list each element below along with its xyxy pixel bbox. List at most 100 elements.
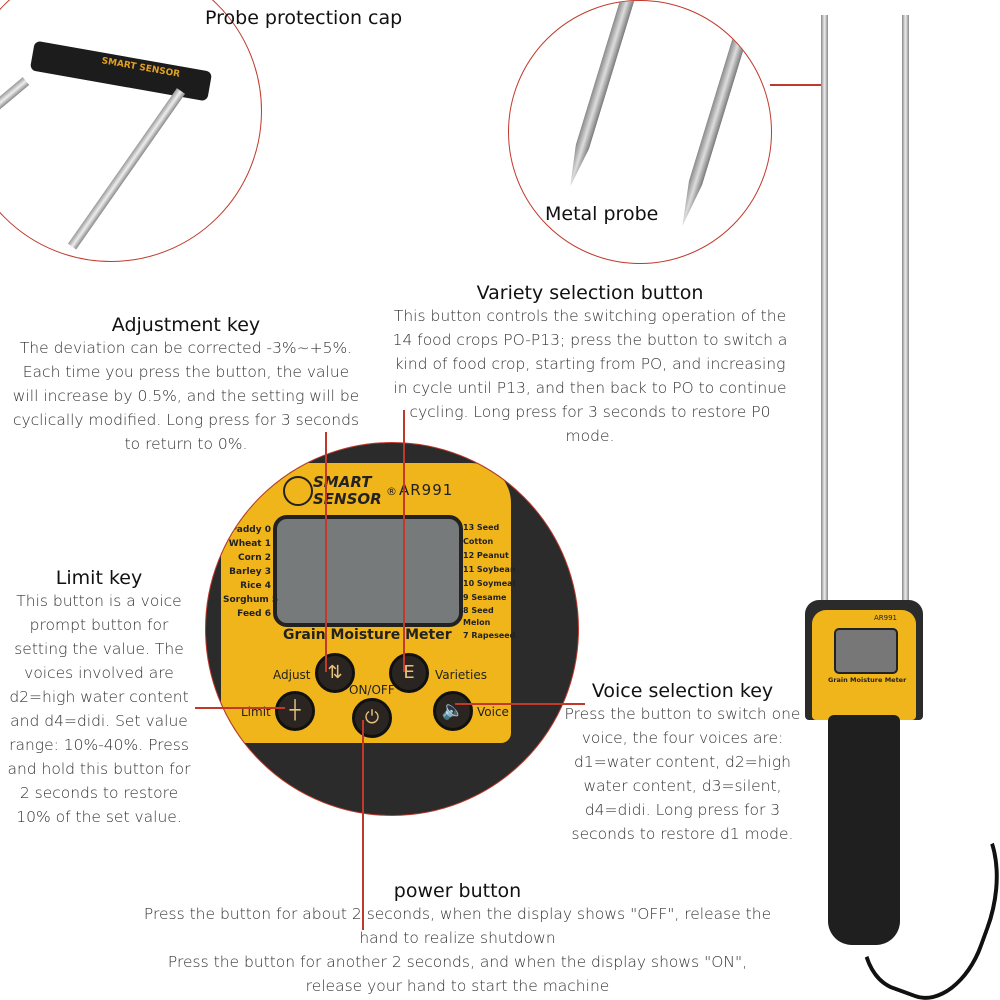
desc-line: Press the button for another 2 seconds, … [167,953,748,971]
desc-line: Press the button for about 2 seconds, wh… [143,905,772,923]
crop-label: Wheat 1 [228,539,271,549]
desc-line: range: 10%-40%. Press [9,736,189,754]
crop-label: Sorghum 5 [223,595,279,605]
desc-line: 2 seconds to restore [19,784,179,802]
limit-callout: Limit key This button is a voice prompt … [0,567,198,829]
voice-button[interactable]: 🔈 [433,691,473,731]
adjust-label: Adjust [273,668,311,682]
power-leader [362,720,364,930]
probe-left [821,15,828,605]
desc-line: This button is a voice [16,592,182,610]
model-label: AR991 [399,481,454,499]
probe-tip-2 [676,4,757,228]
target-logo-icon [283,476,313,506]
desc-line: prompt button for [29,616,169,634]
desc-line: seconds to restore d1 mode. [571,825,794,843]
crop-label: 10 Soymeal [463,579,516,588]
desc-line: release your hand to start the machine [305,977,610,995]
desc-line: d2=high water content [9,688,189,706]
crop-label: 13 Seed Cotton [463,523,500,546]
power-button[interactable]: ⏻ [352,698,392,738]
rod-right [67,88,186,250]
metal-probe-title: Metal probe [545,203,659,225]
desc-line: and d4=didi. Set value [10,712,188,730]
device-panel-small: AR991 Grain Moisture Meter [812,610,916,720]
probe-leader [770,84,826,86]
desc-line: voices involved are [24,664,174,682]
limit-button[interactable]: ┼ [275,691,315,731]
cap-bar [29,40,213,102]
voice-callout: Voice selection key Press the button to … [555,680,810,846]
power-desc: Press the button for about 2 seconds, wh… [110,902,805,998]
crop-label: Barley 3 [229,567,271,577]
adjust-button[interactable]: ⇅ [315,653,355,693]
small-brand: AR991 [874,614,898,622]
right-crop-list: 13 Seed Cotton 12 Peanut 11 Soybean 10 S… [463,521,516,643]
crop-label: Feed 6 [237,609,271,619]
desc-line: kind of food crop, starting from PO, and… [394,355,786,373]
desc-line: hand to realize shutdown [359,929,556,947]
rod-left [0,77,30,169]
control-panel-closeup: SMART SENSOR ® AR991 Paddy 0 Wheat 1 Cor… [205,442,579,816]
onoff-label: ON/OFF [349,683,395,697]
desc-line: to return to 0%. [124,435,248,453]
limit-desc: This button is a voice prompt button for… [0,589,198,829]
lcd-screen [273,515,463,627]
desc-line: d4=didi. Long press for 3 [584,801,781,819]
varieties-button[interactable]: E [389,653,429,693]
control-panel: SMART SENSOR ® AR991 Paddy 0 Wheat 1 Cor… [221,463,516,743]
crop-label: Paddy 0 [230,525,271,535]
desc-line: d1=water content, d2=high [574,753,791,771]
small-product-name: Grain Moisture Meter [828,676,907,684]
probe-cap-title: Probe protection cap [205,7,403,29]
variety-leader [403,410,405,672]
power-callout: power button Press the button for about … [110,880,805,998]
desc-line: water content, d3=silent, [583,777,782,795]
adjust-title: Adjustment key [111,314,261,336]
left-crop-list: Paddy 0 Wheat 1 Corn 2 Barley 3 Rice 4 S… [223,523,279,621]
variety-callout: Variety selection button This button con… [380,282,800,448]
voice-title: Voice selection key [591,680,774,702]
probe-right [902,15,909,605]
voice-label: Voice [477,705,509,719]
desc-line: Each time you press the button, the valu… [22,363,350,381]
crop-label: 9 Sesame [463,593,507,602]
power-title: power button [393,880,522,902]
adjust-callout: Adjustment key The deviation can be corr… [0,314,372,456]
probe-cap-closeup: SMART SENSOR [0,0,262,262]
metal-probe-closeup: Metal probe [508,0,772,264]
desc-line: will increase by 0.5%, and the setting w… [12,387,360,405]
desc-line: cyclically modified. Long press for 3 se… [12,411,360,429]
desc-line: 14 food crops PO-P13; press the button t… [392,331,788,349]
varieties-label: Varieties [435,668,487,682]
probe-tip-1 [564,0,639,188]
limit-title: Limit key [55,567,143,589]
crop-label: 8 Seed Melon [463,606,494,627]
small-lcd [834,628,898,674]
crop-label: Corn 2 [237,553,271,563]
crop-label: 12 Peanut [463,551,509,560]
desc-line: Press the button to switch one [564,705,801,723]
device-handle [828,715,900,945]
desc-line: and hold this button for [7,760,191,778]
desc-line: This button controls the switching opera… [393,307,787,325]
desc-line: The deviation can be corrected -3%~+5%. [19,339,353,357]
variety-title: Variety selection button [476,282,704,304]
crop-label: 11 Soybean [463,565,516,574]
desc-line: cycling. Long press for 3 seconds to res… [409,403,771,421]
desc-line: setting the value. The [14,640,184,658]
crop-label: Rice 4 [240,581,271,591]
desc-line: in cycle until P13, and then back to PO … [393,379,787,397]
voice-leader [455,703,585,705]
adjust-leader [325,432,327,672]
brand-line2: SENSOR [313,490,382,508]
desc-line: voice, the four voices are: [581,729,784,747]
registered-mark: ® [386,485,397,498]
adjust-desc: The deviation can be corrected -3%~+5%. … [0,336,372,456]
limit-label: Limit [241,705,271,719]
crop-label: 7 Rapeseed [463,631,516,640]
limit-leader [195,707,285,709]
desc-line: mode. [565,427,615,445]
product-name: Grain Moisture Meter [283,627,452,643]
